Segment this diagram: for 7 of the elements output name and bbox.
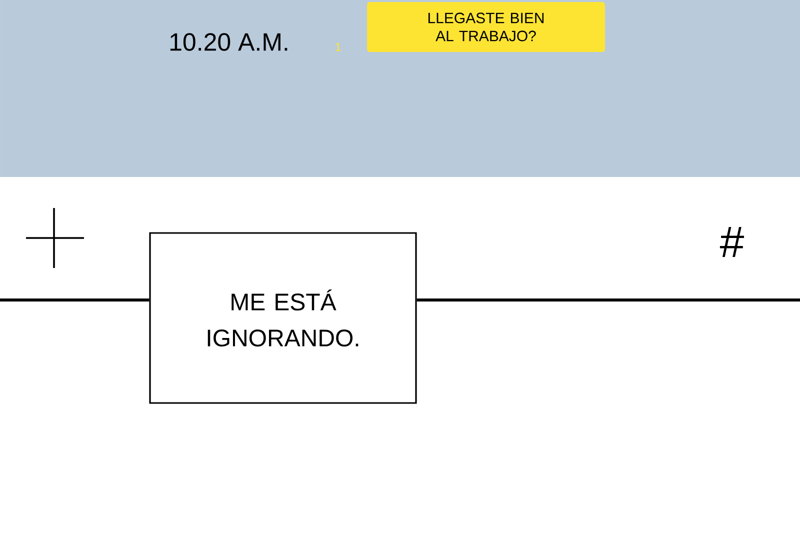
- hash-sign: #: [720, 226, 744, 258]
- read-counter: 1: [336, 42, 341, 52]
- speech-bubble: LLEGASTE BIEN AL TRABAJO?: [367, 2, 605, 52]
- line: [0, 298, 150, 302]
- caption-box: ME ESTÁ IGNORANDO.: [149, 232, 417, 404]
- time-label: 10.20 A.M.: [170, 33, 288, 51]
- line: [416, 298, 800, 302]
